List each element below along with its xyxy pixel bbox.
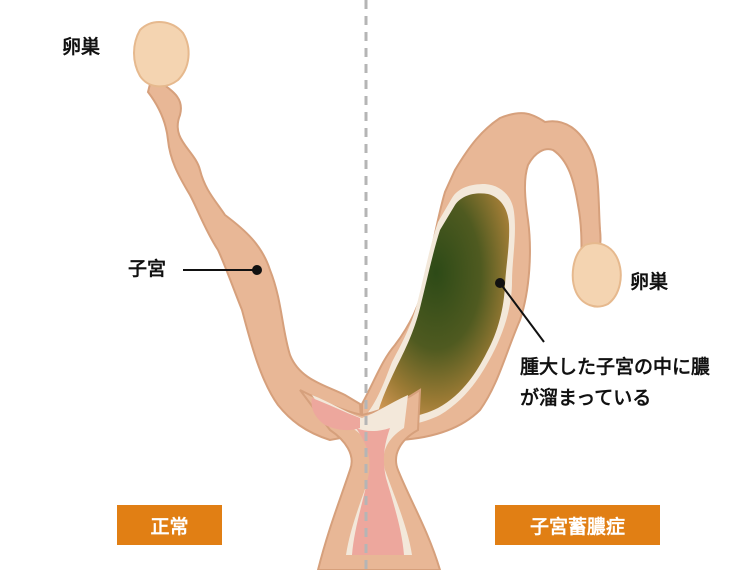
cervix-lumen: [352, 428, 404, 555]
right-ovary: [571, 242, 622, 308]
left-ovary: [133, 21, 190, 88]
uterus-label: 子宮: [128, 258, 167, 280]
pus-pointer-dot: [495, 278, 505, 288]
normal-uterine-horn: [146, 74, 364, 442]
uterus-pointer-dot: [252, 265, 262, 275]
normal-lumen: [311, 398, 360, 431]
pus-leader-line: [499, 282, 545, 343]
pus-filled-lumen: [376, 193, 510, 420]
normal-badge: 正常: [117, 505, 222, 545]
pus-annotation-line1: 腫大した子宮の中に膿: [520, 356, 711, 378]
left-ovary-label: 卵巣: [62, 36, 101, 58]
pus-annotation-line2: が溜まっている: [520, 387, 652, 409]
pus-annotation: 腫大した子宮の中に膿 が溜まっている: [520, 352, 710, 414]
right-ovary-label: 卵巣: [630, 271, 669, 293]
pyometra-badge: 子宮蓄膿症: [495, 505, 660, 545]
